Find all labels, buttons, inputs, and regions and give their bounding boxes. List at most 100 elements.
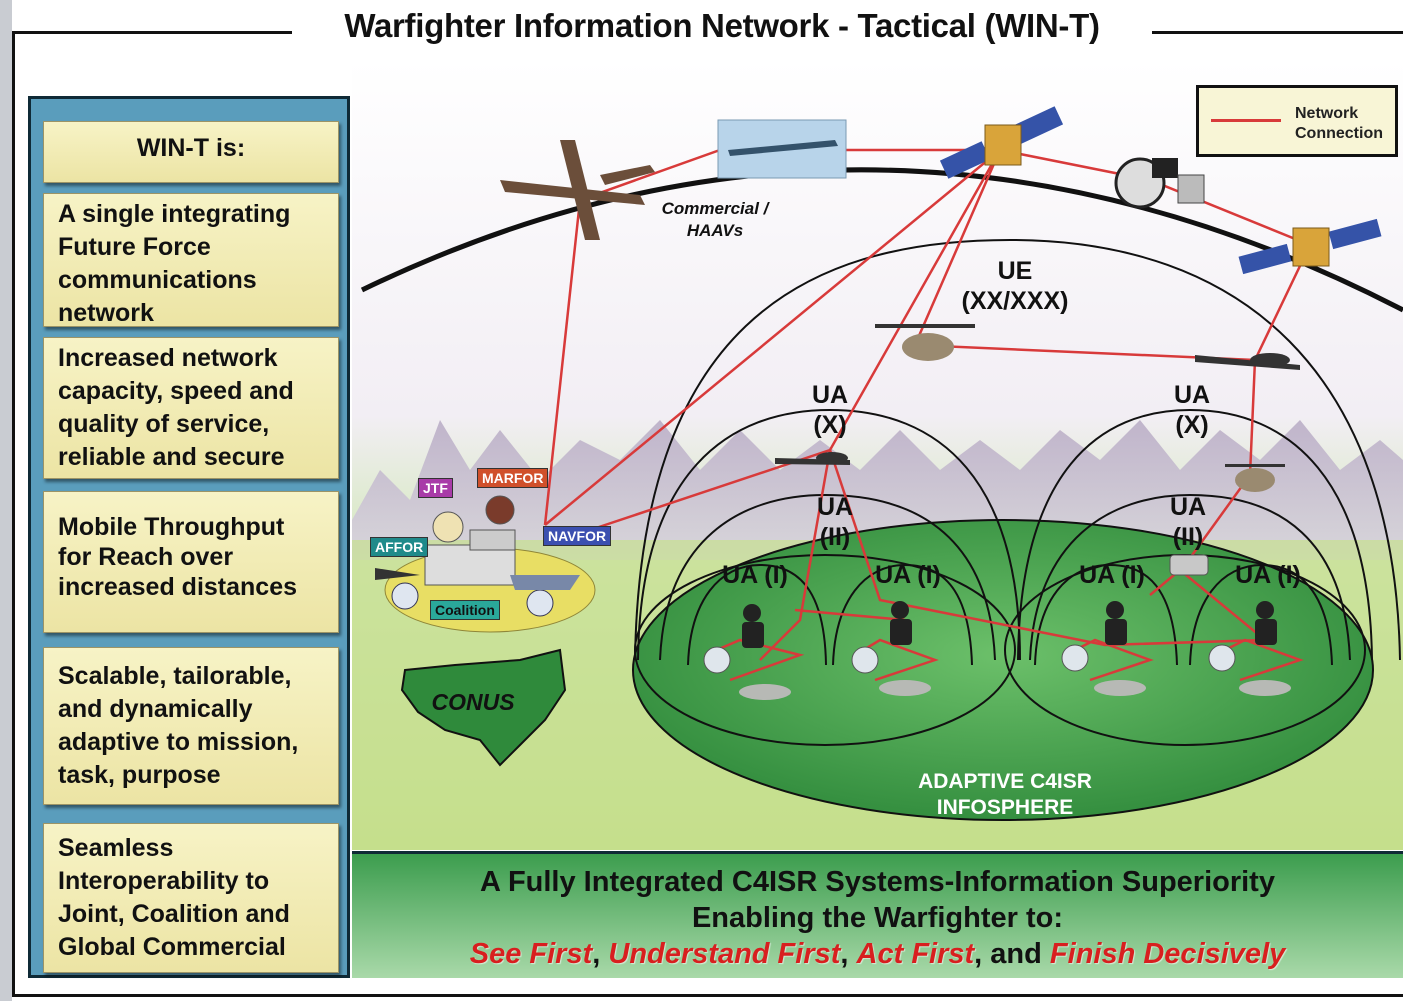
- win-t-definition-panel: WIN-T is: A single integrating Future Fo…: [28, 96, 350, 978]
- seal-icon: [485, 495, 515, 525]
- ua-ii-label-left: UA (II): [795, 492, 875, 552]
- commercial-label-line2: HAAVs: [686, 221, 744, 240]
- definition-text: Seamless Interoperability to Joint, Coal…: [58, 834, 290, 961]
- legend-network-line-swatch: [1211, 119, 1281, 122]
- coalition-badge: Coalition: [430, 600, 500, 620]
- frame-top-left-line: [12, 31, 302, 34]
- definition-box-2: Increased network capacity, speed and qu…: [43, 337, 339, 479]
- ua-i-label-4: UA (I): [1235, 561, 1301, 589]
- helicopter-icon: [875, 324, 975, 361]
- mission-banner: A Fully Integrated C4ISR Systems-Informa…: [352, 851, 1403, 978]
- ua-i-label-2: UA (I): [875, 561, 941, 589]
- ua-x-dome-right: [1017, 408, 1373, 661]
- ua-i-dome-1: [687, 563, 827, 666]
- navfor-badge: NAVFOR: [543, 526, 612, 546]
- definition-box-1: A single integrating Future Force commun…: [43, 193, 339, 327]
- banner-line-3: See First, Understand First, Act First, …: [352, 938, 1403, 971]
- soldier-icon: [742, 604, 764, 648]
- frame-left-line: [12, 31, 15, 997]
- legend: Network Connection: [1196, 85, 1398, 157]
- jtf-badge: JTF: [418, 478, 453, 498]
- seal-icon: [391, 582, 419, 610]
- ua-i-label-1: UA (I): [722, 561, 788, 589]
- separator-text: ,: [840, 938, 849, 970]
- ua-i-label-3: UA (I): [1079, 561, 1145, 589]
- banner-line-1: A Fully Integrated C4ISR Systems-Informa…: [480, 866, 1275, 898]
- ue-label: UE (XX/XXX): [940, 256, 1090, 316]
- haav-aircraft-icon: [728, 140, 838, 156]
- satellite-icon: [939, 106, 1064, 179]
- network-diagram: [352, 60, 1403, 850]
- ua-x-label-line2: (X): [813, 411, 847, 439]
- tank-icon: [1239, 680, 1291, 696]
- ua-x-label-line1: UA: [1173, 381, 1211, 409]
- legend-label-line2: Connection: [1295, 125, 1383, 142]
- satellite-dish-icon: [1114, 157, 1205, 209]
- separator-text: ,: [592, 938, 601, 970]
- soldier-icon: [1255, 601, 1277, 645]
- frame-bottom-line: [12, 994, 1403, 997]
- definition-text: Scalable, tailorable, and dynamically ad…: [58, 662, 299, 789]
- definition-box-5: Seamless Interoperability to Joint, Coal…: [43, 823, 339, 973]
- left-edge-strip: [0, 0, 12, 1001]
- understand-first-text: Understand First: [608, 938, 841, 970]
- ua-ii-label-right: UA (II): [1148, 492, 1228, 552]
- see-first-text: See First: [469, 938, 593, 970]
- separator-text: ,: [974, 938, 983, 970]
- ua-ii-dome-left: [659, 493, 996, 661]
- fighter-jet-icon: [375, 568, 420, 580]
- ua-x-dome-left: [637, 408, 1021, 661]
- definition-text: A single integrating Future Force commun…: [58, 200, 291, 327]
- ua-ii-label-line2: (II): [819, 523, 851, 551]
- affor-badge: AFFOR: [370, 537, 429, 557]
- ue-label-line1: UE: [997, 257, 1033, 285]
- commercial-haav-label: Commercial / HAAVs: [640, 198, 790, 242]
- legend-label-line1: Network: [1295, 105, 1359, 122]
- mountain-range: [352, 420, 1403, 560]
- conus-label: CONUS: [431, 689, 515, 715]
- ua-ii-label-line2: (II): [1172, 523, 1204, 551]
- definition-text: Mobile Throughput for Reach over increas…: [58, 513, 298, 601]
- seal-icon: [526, 589, 554, 617]
- ua-ii-dome-right: [1029, 493, 1351, 661]
- vehicle-icon: [1169, 554, 1209, 576]
- network-connections: [543, 148, 1312, 682]
- ship-icon: [510, 575, 580, 590]
- ua-i-dome-4: [1189, 563, 1333, 666]
- definition-box-4: Scalable, tailorable, and dynamically ad…: [43, 647, 339, 805]
- page-title: Warfighter Information Network - Tactica…: [292, 4, 1152, 48]
- conus-map-icon: [400, 648, 567, 767]
- helicopter-icon: [1225, 464, 1285, 492]
- antenna-icon: [703, 644, 1236, 674]
- uav-icon: [1195, 353, 1300, 370]
- soldier-icon: [890, 601, 912, 645]
- legend-network-label: Network Connection: [1295, 104, 1383, 144]
- ua-ii-label-line1: UA: [1169, 493, 1207, 521]
- act-first-text: Act First: [856, 938, 975, 970]
- cargo-aircraft: [500, 140, 655, 240]
- infosphere-label-line1: ADAPTIVE C4ISR: [918, 770, 1092, 793]
- tank-icon: [879, 680, 931, 696]
- uav-icon: [775, 452, 850, 465]
- soldier-icon: [1105, 601, 1127, 645]
- and-text: and: [990, 938, 1042, 970]
- ua-x-label-line1: UA: [811, 381, 849, 409]
- ua-x-label-right: UA (X): [1152, 380, 1232, 440]
- ua-x-label-left: UA (X): [790, 380, 870, 440]
- definition-text: Increased network capacity, speed and qu…: [58, 344, 294, 471]
- ua-ii-label-line1: UA: [816, 493, 854, 521]
- ua-i-dome-3: [1034, 563, 1178, 666]
- ua-x-label-line2: (X): [1175, 411, 1209, 439]
- infosphere-label-line2: INFOSPHERE: [936, 796, 1074, 819]
- satellite-icon: [1238, 218, 1382, 275]
- panel-heading: WIN-T is:: [43, 121, 339, 183]
- headquarters-building-icon: [424, 529, 516, 586]
- panel-heading-text: WIN-T is:: [136, 134, 246, 162]
- banner-line-2: Enabling the Warfighter to:: [691, 902, 1064, 934]
- tank-icon: [739, 684, 791, 700]
- seal-icon: [432, 511, 464, 543]
- atmosphere-arc: [360, 167, 1403, 313]
- ue-label-line2: (XX/XXX): [961, 287, 1069, 315]
- marfor-badge: MARFOR: [477, 468, 549, 488]
- definition-box-3: Mobile Throughput for Reach over increas…: [43, 491, 339, 633]
